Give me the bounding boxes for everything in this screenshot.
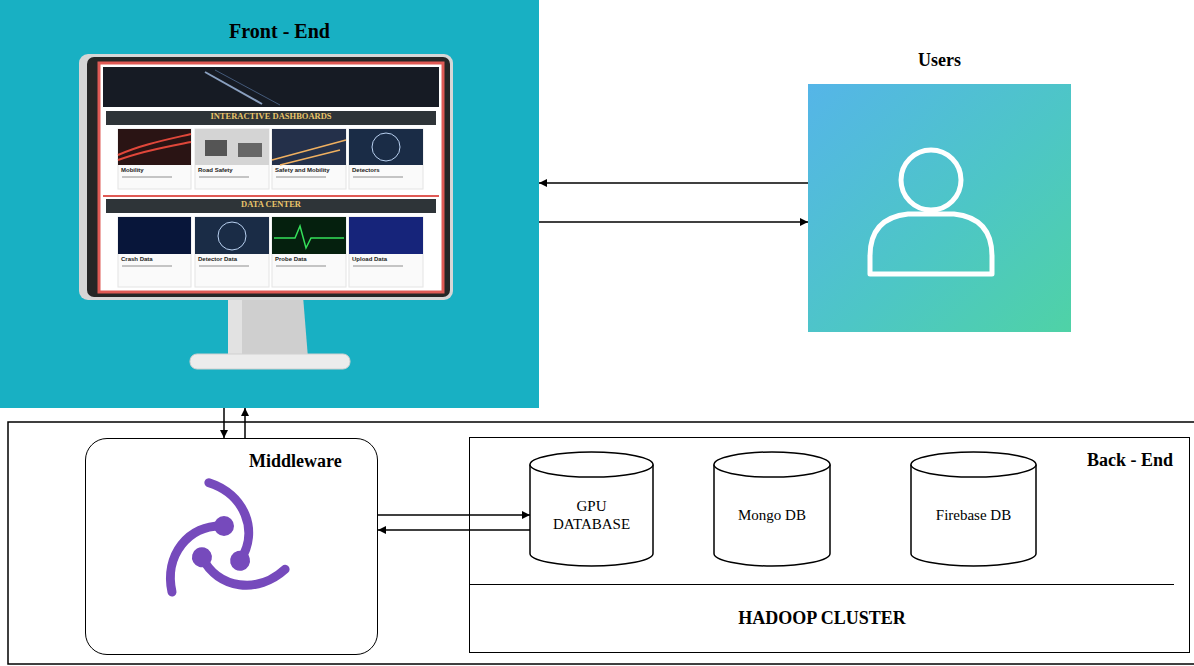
database-cylinder: GPU DATABASE — [530, 452, 653, 566]
database-cylinder: Mongo DB — [714, 452, 830, 566]
node-text: Back - End — [470, 438, 1189, 471]
cylinder-top — [714, 452, 830, 477]
system-frame — [8, 422, 1194, 664]
flow-arrow — [244, 408, 246, 438]
flow-arrow — [223, 408, 225, 438]
node-text: Firebase DB — [936, 506, 1011, 524]
card-title: Mobility — [121, 167, 189, 173]
front-end-panel: Front - EndINTERACTIVE DASHBOARDS Mobilit… — [0, 0, 539, 408]
cylinder-body — [911, 465, 1036, 566]
node-text: Front - End — [0, 0, 539, 43]
node-text: Users — [808, 50, 1071, 71]
card-title: Detector Data — [198, 256, 266, 262]
card-title: Crash Data — [121, 256, 189, 262]
flow-arrow — [378, 529, 530, 531]
cluster-band: HADOOP CLUSTER — [470, 584, 1174, 651]
cylinder-body — [714, 465, 830, 566]
card-title: Detectors — [352, 167, 420, 173]
card-title: Upload Data — [352, 256, 420, 262]
cylinder-body — [530, 465, 653, 566]
card-title: Road Safety — [198, 167, 266, 173]
back-end-box: GPU DATABASE Mongo DB Firebase DB HADOOP CL… — [469, 437, 1190, 653]
cylinder-top — [530, 452, 653, 477]
card-title: Safety and Mobility — [275, 167, 343, 173]
section-heading: INTERACTIVE DASHBOARDS — [106, 111, 436, 121]
users-box: Users — [808, 84, 1071, 332]
flow-arrow — [378, 514, 530, 516]
node-text: Middleware — [249, 451, 377, 472]
user-icon — [808, 84, 1071, 332]
redux-logo — [170, 481, 285, 608]
database-cylinder: Firebase DB — [911, 452, 1036, 566]
flow-arrow — [539, 182, 808, 184]
section-heading: DATA CENTER — [106, 199, 436, 209]
cylinder-top — [911, 452, 1036, 477]
middleware-box: Middleware — [85, 438, 378, 655]
card-title: Probe Data — [275, 256, 343, 262]
node-text: GPU DATABASE — [544, 497, 640, 533]
flow-arrow — [539, 221, 808, 223]
node-text: Mongo DB — [738, 506, 806, 524]
node-text: HADOOP CLUSTER — [738, 608, 906, 629]
